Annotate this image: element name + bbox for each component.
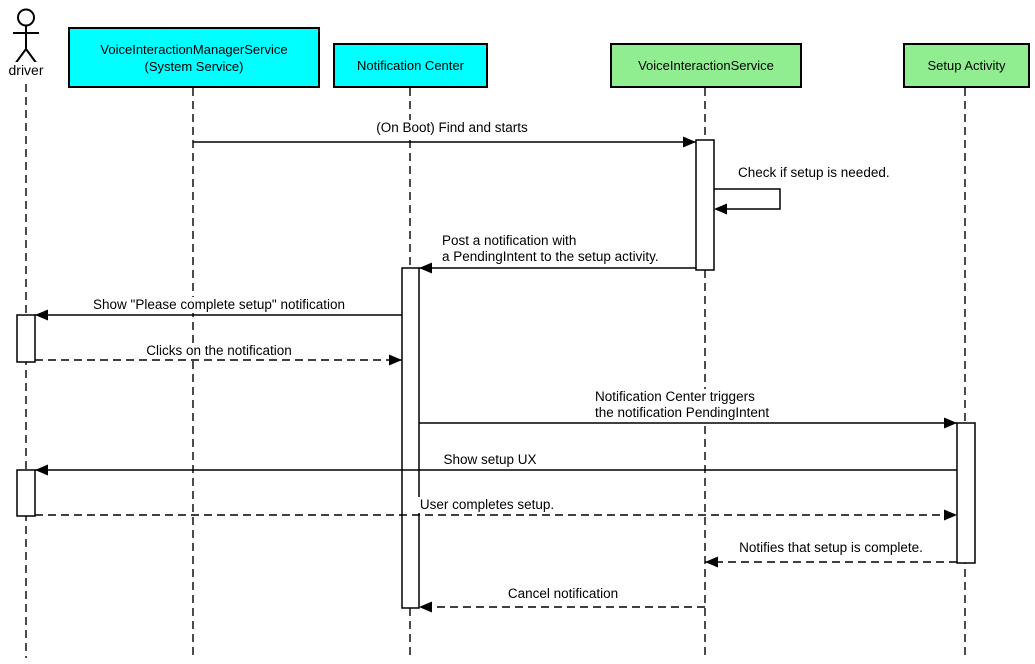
participant-notification-center: Notification Center: [333, 43, 488, 88]
participant-label: (System Service): [144, 58, 244, 74]
notifies-setup-complete-label: Notifies that setup is complete.: [737, 540, 925, 556]
participant-voice-interaction-manager-service: VoiceInteractionManagerService(System Se…: [68, 27, 320, 88]
notification-center-activation: [401, 267, 420, 609]
voice-interaction-service-activation: [695, 139, 715, 271]
actor-icon: [14, 48, 27, 65]
post-notification-pendingintent-arrowhead: [419, 262, 432, 274]
cancel-notification-label: Cancel notification: [505, 586, 621, 602]
show-setup-ux-label: Show setup UX: [441, 452, 539, 468]
participant-setup-activity: Setup Activity: [903, 43, 1030, 88]
participant-label: Setup Activity: [927, 58, 1006, 73]
actor-label: driver: [7, 62, 45, 79]
driver-activation-1: [16, 314, 36, 363]
clicks-on-the-notification-label: Clicks on the notification: [144, 343, 294, 359]
participant-label: VoiceInteractionManagerService: [100, 41, 288, 57]
user-completes-setup-arrowhead: [944, 509, 957, 521]
participant-label: Notification Center: [357, 58, 464, 73]
cancel-notification-arrowhead: [419, 601, 432, 613]
clicks-on-the-notification-arrowhead: [389, 354, 402, 366]
participant-label: VoiceInteractionService: [638, 58, 774, 73]
participant-voice-interaction-service: VoiceInteractionService: [610, 43, 802, 88]
on-boot-find-and-starts-arrowhead: [683, 136, 696, 148]
show-please-complete-setup-notification-arrowhead: [35, 309, 48, 321]
user-completes-setup-label: User completes setup.: [417, 497, 557, 513]
notification-center-triggers-pendingintent-arrowhead: [944, 417, 957, 429]
notifies-setup-complete-arrowhead: [705, 556, 718, 568]
show-please-complete-setup-notification-label: Show "Please complete setup" notificatio…: [91, 297, 347, 313]
on-boot-find-and-starts-label: (On Boot) Find and starts: [374, 120, 530, 136]
actor-icon: [17, 8, 35, 27]
driver-activation-2: [16, 469, 36, 517]
setup-activity-activation: [956, 422, 976, 564]
actor-icon: [25, 48, 38, 65]
check-if-setup-is-needed-label: Check if setup is needed.: [736, 165, 892, 181]
check-if-setup-is-needed-line: [714, 188, 781, 210]
show-setup-ux-arrowhead: [35, 464, 48, 476]
check-if-setup-is-needed-arrowhead: [714, 203, 727, 215]
